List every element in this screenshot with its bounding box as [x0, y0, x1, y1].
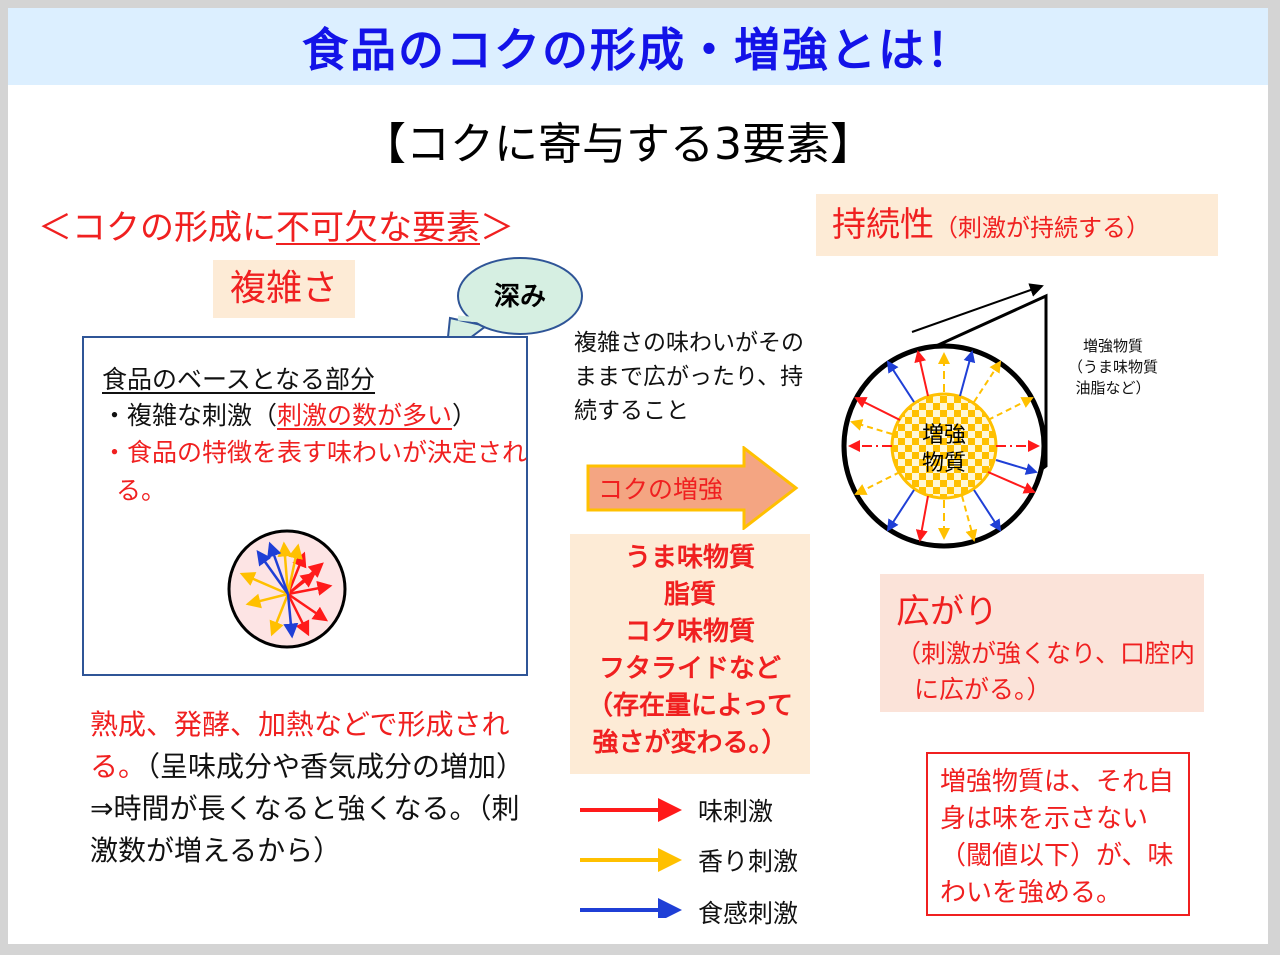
- taste-arrow: [914, 350, 929, 397]
- base-box-title: 食品のベースとなる部分: [102, 365, 376, 394]
- aroma-arrow: [286, 543, 303, 595]
- taste-arrow: [287, 580, 333, 596]
- aroma-arrow: [961, 495, 978, 542]
- enhancement-arrow: コクの増強: [586, 446, 799, 530]
- stimuli-arrows: [239, 541, 333, 639]
- depth-bubble-joint: [457, 315, 481, 323]
- enhancer-line: 脂質: [663, 580, 716, 610]
- texture-arrow: [959, 350, 976, 397]
- cylinder-diagram: 増強 物質: [841, 283, 1048, 549]
- taste-arrow: [854, 397, 901, 421]
- texture-arrow: [886, 489, 915, 532]
- essential-header-underlined: 不可欠な要素: [276, 208, 480, 248]
- spread-title: 広がり: [896, 592, 998, 632]
- enhancer-line: うま味物質: [624, 543, 755, 573]
- enhancer-note-text: 増強物質は、それ自身は味を示さない（閾値以下）が、味わいを強める。: [940, 767, 1175, 908]
- sustain-box: 持続性（刺激が持続する）: [816, 194, 1218, 256]
- texture-arrow: [973, 489, 1002, 532]
- legend-taste-label: 味刺激: [698, 797, 774, 826]
- aroma-arrow: [854, 471, 901, 495]
- formation-text: 熟成、発酵、加熱などで形成される。（呈味成分や香気成分の増加）⇒時間が長くなると…: [90, 704, 520, 872]
- cylinder-note-line: 油脂など）: [1075, 379, 1151, 397]
- aroma-arrow: [277, 541, 293, 595]
- subtitle: 【コクに寄与する3要素】: [362, 119, 874, 170]
- legend-arrows: [580, 798, 682, 918]
- spread-box: 広がり （刺激が強くなり、口腔内に広がる。）: [880, 574, 1204, 712]
- enhancement-arrow-shape: [586, 446, 799, 530]
- aroma-arrow: [973, 360, 1002, 403]
- texture-arrow: [283, 593, 299, 639]
- texture-arrow: [886, 360, 915, 403]
- complex-stimuli-circle: [227, 529, 347, 649]
- base-line1-red: 刺激の数が多い: [277, 401, 453, 430]
- core-label-line2: 物質: [922, 451, 966, 476]
- aroma-arrow: [239, 572, 289, 596]
- radial-stimulus-arrows: [848, 350, 1040, 542]
- taste-arrow: [987, 471, 1036, 494]
- formation-text-red: 熟成、発酵、加熱などで形成される。: [90, 708, 510, 783]
- texture-arrow: [256, 549, 290, 595]
- title-bar: 食品のコクの形成・増強とは！: [8, 8, 1268, 85]
- persistence-arrow: [911, 283, 1044, 333]
- taste-arrow: [286, 593, 310, 637]
- aroma-arrow: [987, 397, 1034, 421]
- slide: 食品のコクの形成・増強とは！ 【コクに寄与する3要素】 ＜コクの形成に不可欠な要…: [8, 8, 1268, 944]
- spread-sustain-description: 複雑さの味わいがそのままで広がったり、持続すること: [574, 330, 804, 424]
- aroma-arrow: [245, 592, 289, 609]
- sustain-title: 持続性: [832, 205, 934, 245]
- essential-elements-header: ＜コクの形成に不可欠な要素＞: [38, 200, 514, 249]
- taste-arrow: [287, 572, 316, 595]
- core-label-line1: 増強: [922, 423, 966, 448]
- base-line1-suffix: ）: [452, 401, 478, 430]
- enhancement-arrow-label: コクの増強: [598, 475, 723, 504]
- enhancer-substances-box: うま味物質 脂質 コク味物質 フタライドなど （存在量によって 強さが変わる。）: [570, 534, 810, 774]
- enhancer-line: 強さが変わる。）: [592, 728, 788, 758]
- taste-arrow: [287, 592, 329, 622]
- base-part-box: 食品のベースとなる部分 ・複雑な刺激（刺激の数が多い） ・食品の特徴を表す味わい…: [82, 336, 528, 676]
- base-line1-prefix: ・複雑な刺激（: [102, 401, 278, 430]
- spread-desc: （刺激が強くなり、口腔内に広がる。）: [896, 639, 1196, 704]
- cylinder-note: 増強物質 （うま味物質 油脂など）: [1048, 336, 1178, 399]
- base-box-line1: ・複雑な刺激（刺激の数が多い）: [102, 396, 477, 432]
- enhancer-line: コク味物質: [624, 617, 755, 647]
- essential-header-prefix: ＜コクの形成に: [38, 208, 276, 248]
- base-box-line2: ・食品の特徴を表す味わいが決定される。: [102, 438, 528, 505]
- texture-arrow: [995, 459, 1038, 475]
- aroma-arrow: [269, 593, 290, 637]
- texture-arrow: [267, 541, 290, 595]
- depth-bubble-text: 深み: [494, 282, 546, 312]
- formation-text-black: （呈味成分や香気成分の増加）⇒時間が長くなると強くなる。（刺激数が増えるから）: [90, 750, 520, 867]
- page-title: 食品のコクの形成・増強とは！: [302, 23, 974, 77]
- complexity-label: 複雑さ: [213, 260, 355, 318]
- legend-texture-label: 食感刺激: [698, 899, 799, 928]
- sustain-desc: （刺激が持続する）: [934, 214, 1150, 242]
- enhancer-line: フタライドなど: [598, 654, 781, 684]
- aroma-arrow: [850, 419, 893, 435]
- taste-arrow: [915, 495, 929, 542]
- cylinder-note-line: 増強物質: [1082, 337, 1143, 355]
- essential-header-suffix: ＞: [480, 208, 514, 248]
- legend-aroma-label: 香り刺激: [698, 847, 799, 876]
- cylinder-note-line: （うま味物質: [1067, 358, 1158, 376]
- enhancer-note-box: 増強物質は、それ自身は味を示さない（閾値以下）が、味わいを強める。: [926, 752, 1190, 916]
- enhancer-line: （存在量によって: [587, 691, 793, 721]
- taste-arrow: [286, 551, 307, 595]
- depth-bubble-shape: [457, 257, 583, 335]
